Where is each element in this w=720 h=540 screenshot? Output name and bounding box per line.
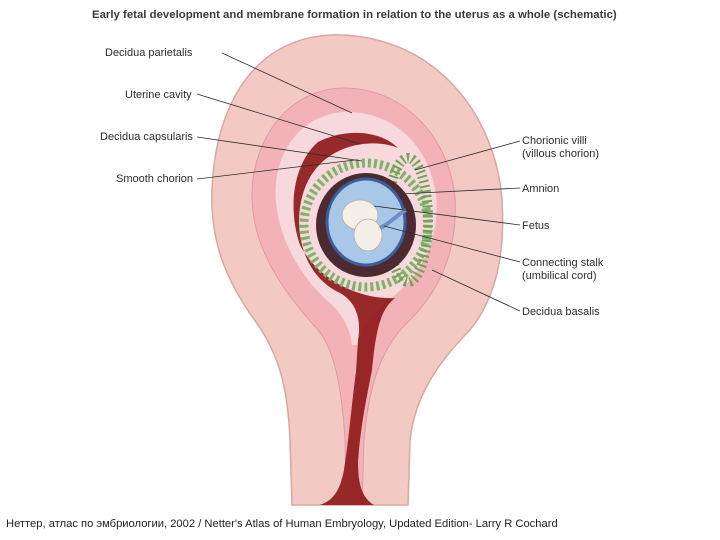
label-connecting-stalk: Connecting stalk — [522, 257, 604, 269]
source-caption: Неттер, атлас по эмбриологии, 2002 / Net… — [6, 518, 558, 530]
label-decidua-basalis: Decidua basalis — [522, 306, 600, 318]
label-smooth-chorion: Smooth chorion — [116, 173, 193, 185]
label-chorionic-villi: Chorionic villi — [522, 135, 587, 147]
label-decidua-capsularis: Decidua capsularis — [100, 131, 193, 143]
label-umbilical-cord: (umbilical cord) — [522, 270, 597, 282]
label-amnion: Amnion — [522, 183, 559, 195]
label-uterine-cavity: Uterine cavity — [125, 89, 192, 101]
label-decidua-parietalis: Decidua parietalis — [105, 47, 193, 59]
label-fetus: Fetus — [522, 220, 550, 232]
label-villous-chorion: (villous chorion) — [522, 148, 599, 160]
